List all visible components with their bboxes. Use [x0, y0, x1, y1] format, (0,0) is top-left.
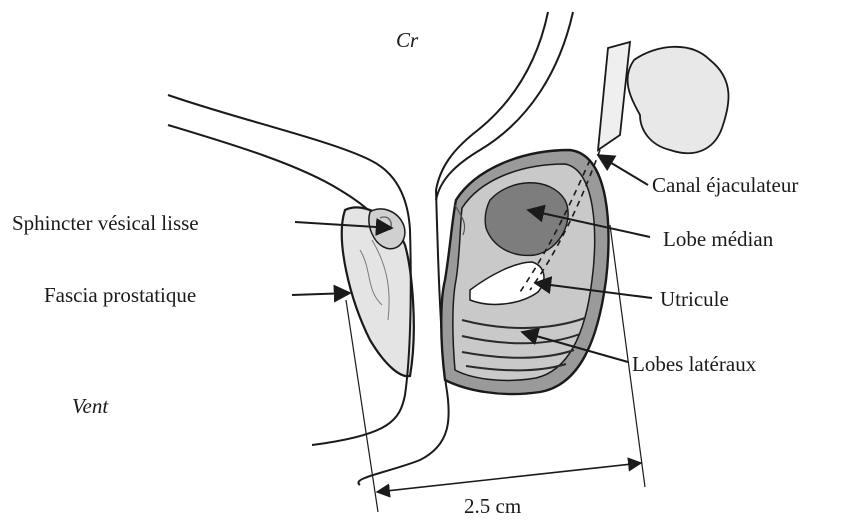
arrow-canal [598, 155, 648, 185]
seminal-vesicle [628, 47, 729, 153]
label-utricule: Utricule [660, 287, 729, 311]
label-ventral: Vent [72, 394, 109, 418]
label-lobes-lateraux: Lobes latéraux [632, 352, 757, 376]
arrow-fascia [292, 293, 350, 295]
label-sphincter: Sphincter vésical lisse [12, 211, 199, 235]
label-fascia: Fascia prostatique [44, 283, 196, 307]
lobe-median-region [485, 183, 568, 256]
label-canal: Canal éjaculateur [652, 173, 798, 197]
measure-arrow [377, 463, 641, 492]
label-measurement: 2.5 cm [464, 494, 521, 518]
label-lobe-median: Lobe médian [663, 227, 774, 251]
vas-deferens [598, 42, 630, 150]
label-cranial: Cr [396, 28, 419, 52]
